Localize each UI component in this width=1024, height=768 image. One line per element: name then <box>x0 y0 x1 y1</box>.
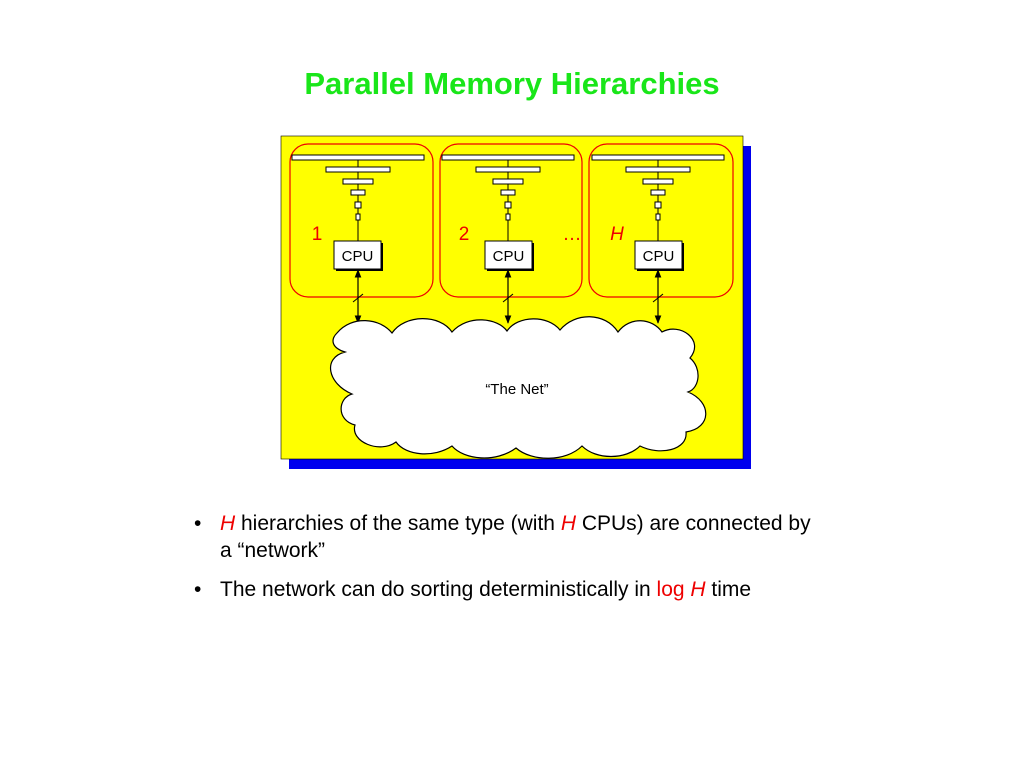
hierarchy-frame <box>289 143 434 298</box>
hierarchy-1: 1 CPU <box>289 143 434 324</box>
bullet-marker: • <box>194 578 202 601</box>
memory-level-1 <box>441 154 575 161</box>
memory-level-5 <box>504 201 512 209</box>
bullet-item: • H hierarchies of the same type (with H… <box>192 510 812 564</box>
memory-level-2 <box>475 166 541 173</box>
variable-h: H <box>560 512 576 535</box>
hierarchy-2: 2 CPU <box>439 143 583 324</box>
bullet-marker: • <box>194 512 202 535</box>
memory-level-1 <box>291 154 425 161</box>
memory-level-3 <box>642 178 674 185</box>
memory-level-6 <box>505 213 511 221</box>
slide-title: Parallel Memory Hierarchies <box>304 66 720 101</box>
memory-level-1 <box>591 154 725 161</box>
memory-level-5 <box>354 201 362 209</box>
network-cloud <box>329 316 707 459</box>
bullet-text: time <box>705 578 752 601</box>
memory-level-4 <box>500 189 516 196</box>
variable-h: H <box>690 578 706 601</box>
cpu-label: CPU <box>493 248 525 265</box>
cpu-box <box>333 240 382 270</box>
memory-level-6 <box>355 213 361 221</box>
cpu-label: CPU <box>342 248 374 265</box>
cpu-box <box>484 240 533 270</box>
memory-level-3 <box>342 178 374 185</box>
bullet-item: • The network can do sorting determinist… <box>192 576 812 603</box>
hierarchy-label: 2 <box>459 224 470 245</box>
cpu-box <box>634 240 683 270</box>
memory-level-2 <box>325 166 391 173</box>
memory-level-5 <box>654 201 662 209</box>
hierarchy-h: H CPU <box>588 143 734 324</box>
hierarchy-label: 1 <box>312 224 323 245</box>
memory-level-4 <box>350 189 366 196</box>
cpu-label: CPU <box>643 248 675 265</box>
log-term: log <box>656 578 685 601</box>
network-label: “The Net” <box>485 381 548 398</box>
bullet-text: The network can do sorting deterministic… <box>220 578 657 601</box>
ellipsis: … <box>563 224 582 245</box>
bullet-text: CPUs) are connected by a “network” <box>220 512 811 562</box>
memory-level-3 <box>492 178 524 185</box>
memory-level-2 <box>625 166 691 173</box>
bullet-text: hierarchies of the same type (with <box>235 512 561 535</box>
variable-h: H <box>220 512 236 535</box>
memory-level-6 <box>655 213 661 221</box>
memory-level-4 <box>650 189 666 196</box>
hierarchy-label: H <box>610 224 624 245</box>
bullet-list: • H hierarchies of the same type (with H… <box>192 510 812 615</box>
